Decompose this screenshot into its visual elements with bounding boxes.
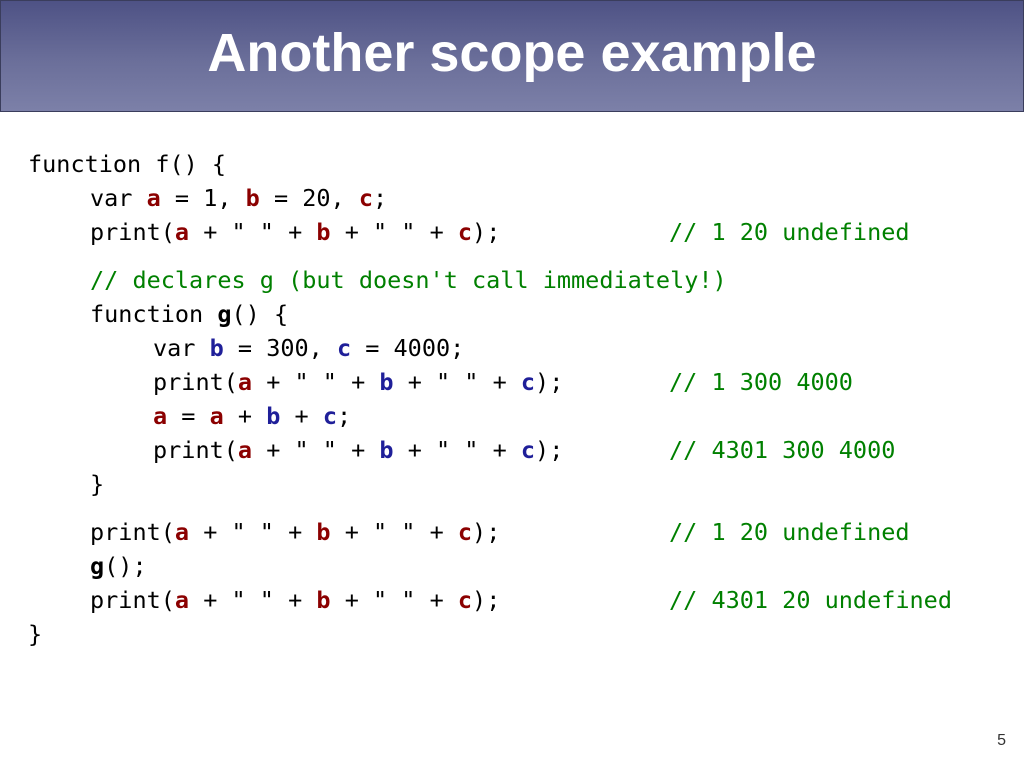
- code-comment: // 1 20 undefined: [669, 218, 910, 246]
- code-text: var: [153, 334, 210, 362]
- function-name-g: g: [217, 300, 232, 328]
- code-line-4: // declares g (but doesn't call immediat…: [28, 263, 727, 297]
- code-line-9: print(a + " " + b + " " + c); // 4301 300…: [28, 433, 895, 467]
- var-a: a: [153, 402, 168, 430]
- code-line-3: print(a + " " + b + " " + c); // 1 20 und…: [28, 215, 910, 249]
- code-text: = 300,: [223, 334, 337, 362]
- code-text: print(: [153, 368, 238, 396]
- code-text: + " " +: [330, 218, 458, 246]
- code-text: = 20,: [259, 184, 359, 212]
- var-b: b: [379, 368, 394, 396]
- code-text: function f() {: [28, 150, 227, 178]
- code-line-11: print(a + " " + b + " " + c); // 1 20 und…: [28, 515, 910, 549]
- var-a: a: [174, 218, 190, 246]
- var-a: a: [174, 518, 190, 546]
- var-c: c: [358, 184, 373, 212]
- var-c: c: [322, 402, 337, 430]
- code-text: + " " +: [189, 518, 317, 546]
- code-line-1: function f() {: [28, 147, 727, 181]
- code-line-5: function g() {: [28, 297, 727, 331]
- code-text: );: [535, 368, 564, 396]
- code-text: }: [90, 470, 105, 498]
- code-comment: // 1 20 undefined: [669, 518, 910, 546]
- code-line-6: var b = 300, c = 4000;: [28, 331, 727, 365]
- var-c: c: [336, 334, 352, 362]
- code-block: function f() { var a = 1, b = 20, c; pri…: [28, 147, 952, 651]
- code-text: + " " +: [252, 368, 380, 396]
- page-number: 5: [997, 732, 1006, 749]
- var-c: c: [520, 436, 536, 464]
- code-text: + " " +: [393, 436, 521, 464]
- code-text: + " " +: [393, 368, 521, 396]
- code-text: +: [223, 402, 267, 430]
- var-b: b: [316, 586, 331, 614]
- code-text: + " " +: [189, 218, 317, 246]
- var-a: a: [237, 436, 253, 464]
- function-name-g: g: [90, 552, 105, 580]
- code-text: ();: [104, 552, 147, 580]
- var-a: a: [209, 402, 224, 430]
- code-line-12: g();: [28, 549, 727, 583]
- code-line-10: }: [28, 467, 727, 501]
- code-text: );: [535, 436, 564, 464]
- var-b: b: [266, 402, 281, 430]
- var-b: b: [209, 334, 224, 362]
- code-text: print(: [90, 586, 175, 614]
- var-b: b: [316, 518, 331, 546]
- var-b: b: [316, 218, 331, 246]
- code-text: );: [472, 218, 501, 246]
- code-text: }: [28, 620, 43, 648]
- var-a: a: [237, 368, 253, 396]
- code-text: + " " +: [330, 586, 458, 614]
- var-c: c: [457, 586, 473, 614]
- code-text: print(: [90, 218, 175, 246]
- code-line-2: var a = 1, b = 20, c;: [28, 181, 727, 215]
- code-text: + " " +: [252, 436, 380, 464]
- code-line-13: print(a + " " + b + " " + c); // 4301 20 …: [28, 583, 952, 617]
- code-comment: // 4301 300 4000: [669, 436, 896, 464]
- var-a: a: [174, 586, 190, 614]
- code-text: print(: [153, 436, 238, 464]
- code-text: var: [90, 184, 147, 212]
- var-b: b: [379, 436, 394, 464]
- code-text: ;: [373, 184, 388, 212]
- code-comment: // 1 300 4000: [669, 368, 853, 396]
- code-text: ;: [336, 402, 352, 430]
- code-text: = 4000;: [351, 334, 465, 362]
- code-text: );: [472, 518, 501, 546]
- code-text: +: [280, 402, 323, 430]
- code-text: + " " +: [189, 586, 317, 614]
- code-text: + " " +: [330, 518, 458, 546]
- var-c: c: [457, 218, 473, 246]
- code-text: () {: [231, 300, 289, 328]
- var-b: b: [245, 184, 260, 212]
- var-a: a: [146, 184, 161, 212]
- code-line-8: a = a + b + c;: [28, 399, 727, 433]
- code-line-14: }: [28, 617, 727, 651]
- code-comment: // declares g (but doesn't call immediat…: [90, 266, 727, 294]
- code-line-7: print(a + " " + b + " " + c); // 1 300 40…: [28, 365, 853, 399]
- code-text: print(: [90, 518, 175, 546]
- code-text: = 1,: [160, 184, 246, 212]
- code-text: =: [167, 402, 210, 430]
- code-text: );: [472, 586, 501, 614]
- var-c: c: [457, 518, 473, 546]
- code-text: function: [90, 300, 218, 328]
- slide-title: Another scope example: [207, 23, 817, 83]
- var-c: c: [520, 368, 536, 396]
- title-bar: Another scope example: [0, 0, 1024, 112]
- code-comment: // 4301 20 undefined: [669, 586, 952, 614]
